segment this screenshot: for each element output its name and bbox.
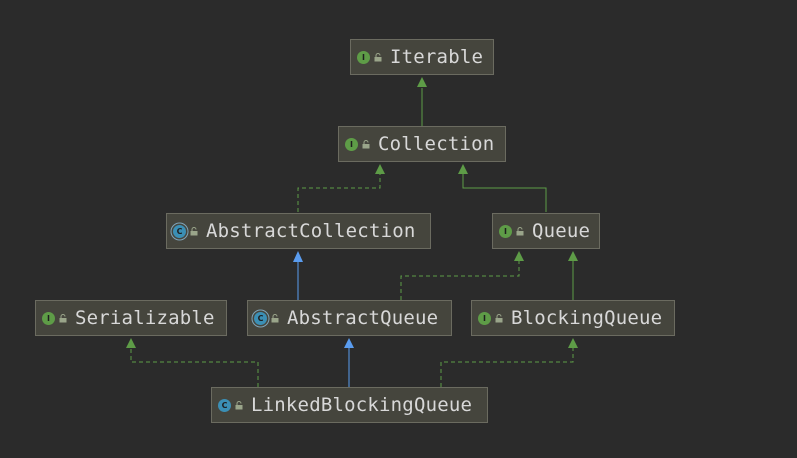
lock-icon bbox=[235, 400, 243, 409]
node-blocking-queue[interactable]: I BlockingQueue bbox=[471, 300, 675, 336]
edge-linkedblockingqueue-to-abstractqueue bbox=[344, 338, 354, 387]
node-label: Queue bbox=[532, 220, 591, 242]
edge-collection-to-iterable bbox=[417, 77, 427, 126]
edge-linkedblockingqueue-to-serializable bbox=[126, 338, 259, 387]
node-linked-blocking-queue[interactable]: C LinkedBlockingQueue bbox=[211, 387, 488, 423]
node-collection[interactable]: I Collection bbox=[338, 126, 506, 162]
edge-blockingqueue-to-queue bbox=[568, 251, 578, 300]
node-label: LinkedBlockingQueue bbox=[251, 394, 473, 416]
lock-icon bbox=[190, 226, 198, 235]
node-queue[interactable]: I Queue bbox=[492, 213, 600, 249]
interface-icon: I bbox=[357, 50, 370, 64]
lock-icon bbox=[271, 313, 279, 322]
edge-queue-to-collection bbox=[458, 164, 547, 212]
node-abstract-queue[interactable]: C AbstractQueue bbox=[247, 300, 452, 336]
interface-icon: I bbox=[499, 224, 512, 238]
interface-icon: I bbox=[345, 137, 358, 151]
lock-icon bbox=[59, 313, 67, 322]
abstract-class-icon: C bbox=[254, 311, 267, 325]
node-iterable[interactable]: I Iterable bbox=[350, 39, 494, 75]
edge-abstractqueue-to-abstractcollection bbox=[293, 251, 303, 300]
node-label: Serializable bbox=[75, 307, 215, 329]
edge-abstractcollection-to-collection bbox=[297, 164, 385, 212]
interface-icon: I bbox=[478, 311, 491, 325]
node-label: AbstractCollection bbox=[206, 220, 416, 242]
abstract-class-icon: C bbox=[173, 224, 186, 238]
node-label: BlockingQueue bbox=[511, 307, 663, 329]
node-label: Iterable bbox=[390, 46, 484, 68]
node-label: AbstractQueue bbox=[287, 307, 439, 329]
lock-icon bbox=[495, 313, 503, 322]
interface-icon: I bbox=[42, 311, 55, 325]
lock-icon bbox=[516, 226, 524, 235]
edge-linkedblockingqueue-to-blockingqueue bbox=[440, 338, 578, 387]
lock-icon bbox=[374, 52, 382, 61]
edge-abstractqueue-to-queue bbox=[400, 251, 524, 300]
node-abstract-collection[interactable]: C AbstractCollection bbox=[166, 213, 431, 249]
lock-icon bbox=[362, 139, 370, 148]
class-icon: C bbox=[218, 398, 231, 412]
node-serializable[interactable]: I Serializable bbox=[35, 300, 227, 336]
node-label: Collection bbox=[378, 133, 495, 155]
